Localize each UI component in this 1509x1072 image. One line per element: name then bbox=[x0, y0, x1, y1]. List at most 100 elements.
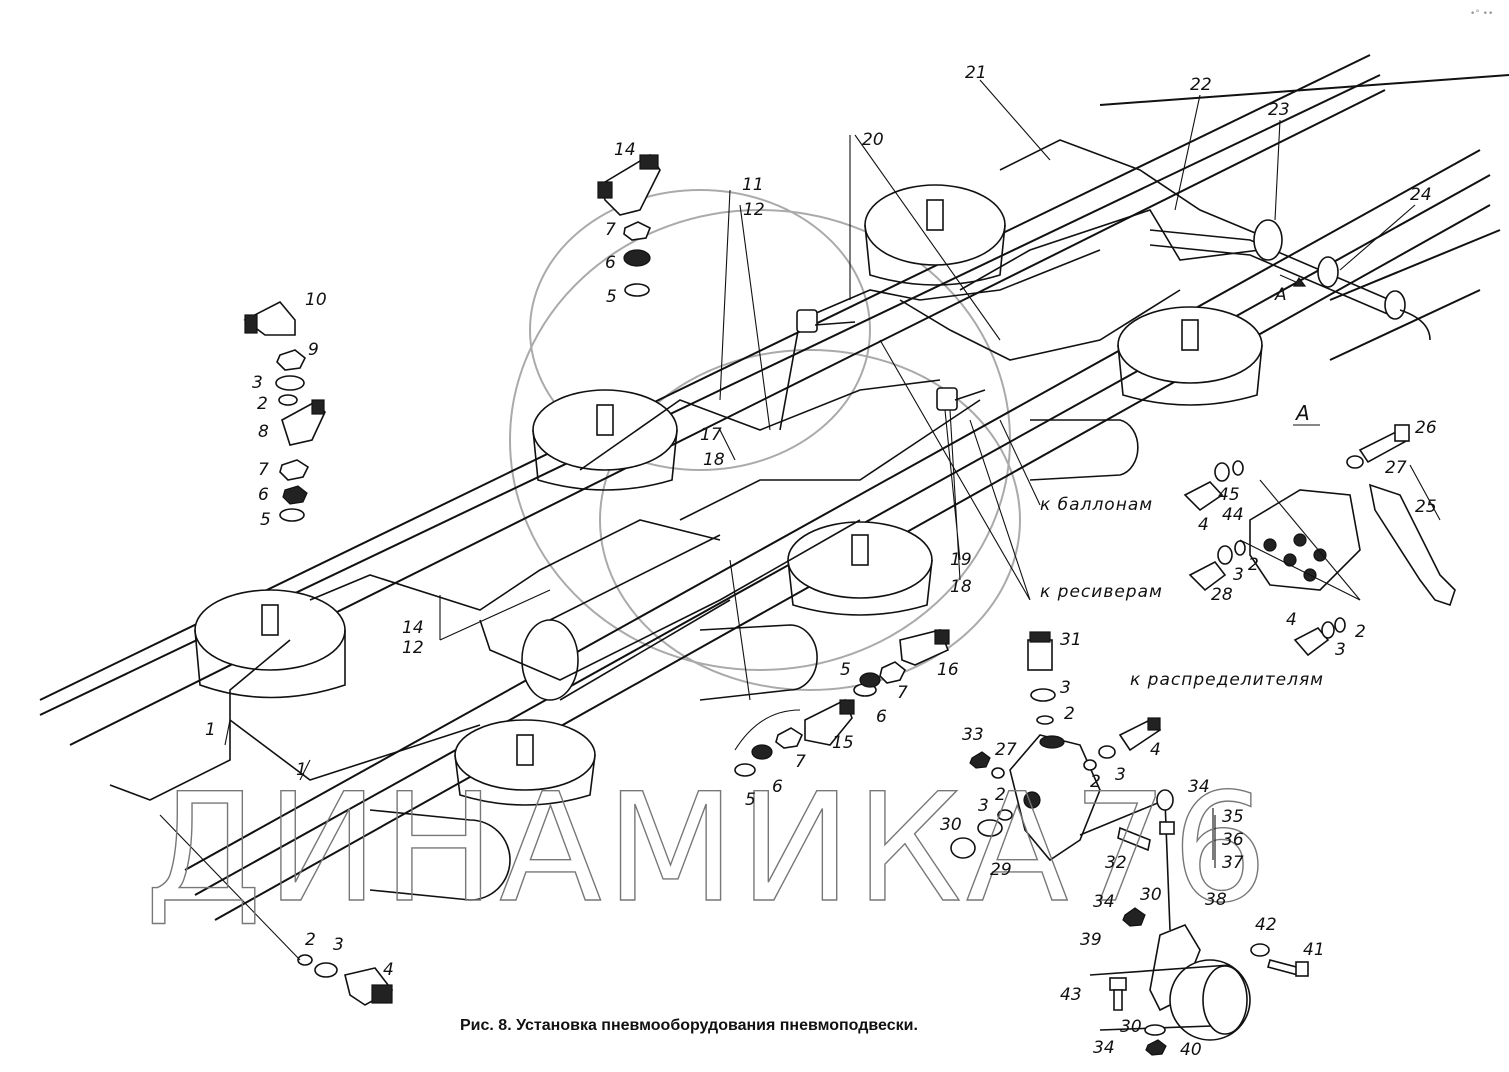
note-to-cylinders: к баллонам bbox=[1040, 495, 1153, 515]
part-label: 41 bbox=[1303, 940, 1325, 960]
part-label: 3 bbox=[1115, 765, 1126, 785]
part-label: 20 bbox=[862, 130, 884, 150]
part-label: 7 bbox=[605, 220, 616, 240]
washer-30c bbox=[1144, 1024, 1166, 1036]
part-label: 6 bbox=[605, 253, 616, 273]
union-4c bbox=[1293, 617, 1346, 657]
fitting-elbow-8 bbox=[281, 399, 326, 446]
part-label: 36 bbox=[1222, 830, 1244, 850]
part-label: 25 bbox=[1415, 497, 1437, 517]
part-label: 7 bbox=[897, 683, 908, 703]
washer-3e bbox=[1030, 688, 1056, 702]
part-label: 1 bbox=[205, 720, 216, 740]
part-label: 42 bbox=[1255, 915, 1277, 935]
direction-arrow-a bbox=[1279, 274, 1307, 287]
part-label: 21 bbox=[965, 63, 987, 83]
part-label: 24 bbox=[1410, 185, 1432, 205]
watermark-text: ДИНАМИКА76 bbox=[145, 762, 1271, 936]
cock-valve-upper bbox=[796, 309, 856, 333]
air-springs bbox=[194, 184, 1263, 806]
part-label: 34 bbox=[1093, 892, 1115, 912]
part-label: 4 bbox=[1198, 515, 1209, 535]
part-label: 5 bbox=[745, 790, 756, 810]
cross-tubes bbox=[369, 419, 1139, 901]
part-label: 3 bbox=[1060, 678, 1071, 698]
air-spring-rear-left bbox=[194, 589, 346, 699]
part-label: 8 bbox=[258, 422, 269, 442]
nut-6d bbox=[751, 744, 773, 760]
part-label: 6 bbox=[876, 707, 887, 727]
air-spring-front-left bbox=[864, 184, 1006, 286]
part-label: 4 bbox=[1286, 610, 1297, 630]
nut-6b bbox=[623, 249, 651, 267]
union-4a bbox=[344, 967, 394, 1006]
part-label: 44 bbox=[1222, 505, 1244, 525]
part-label: 2 bbox=[1355, 622, 1366, 642]
part-label: 45 bbox=[1218, 485, 1240, 505]
air-spring-rear-right bbox=[454, 719, 596, 806]
washer-3g bbox=[977, 819, 1003, 837]
part-label: 38 bbox=[1205, 890, 1227, 910]
nut-7c bbox=[879, 661, 907, 684]
part-label: 30 bbox=[940, 815, 962, 835]
bracket-40 bbox=[1089, 924, 1251, 1041]
part-label: 17 bbox=[700, 425, 722, 445]
union-4d bbox=[1118, 717, 1162, 752]
part-label: 4 bbox=[1150, 740, 1161, 760]
union-31 bbox=[1027, 631, 1053, 671]
part-label: 9 bbox=[308, 340, 319, 360]
fitting-elbow-10 bbox=[243, 300, 296, 336]
part-label: 30 bbox=[1120, 1017, 1142, 1037]
part-label: 7 bbox=[258, 460, 269, 480]
part-label: 3 bbox=[978, 796, 989, 816]
part-label: 3 bbox=[333, 935, 344, 955]
nut-6a bbox=[282, 485, 308, 505]
tee-fitting-16 bbox=[899, 629, 950, 666]
nut-34b bbox=[1122, 907, 1146, 927]
part-label: 32 bbox=[1105, 853, 1127, 873]
part-label: 34 bbox=[1188, 777, 1210, 797]
part-label: 15 bbox=[832, 733, 854, 753]
part-labels: 14 7 6 5 10 9 3 2 8 7 6 5 11 12 20 21 22… bbox=[205, 63, 1437, 1060]
part-label: 3 bbox=[252, 373, 263, 393]
part-label: 34 bbox=[1093, 1038, 1115, 1058]
tube-clamps bbox=[1253, 219, 1431, 341]
washer-3b bbox=[314, 962, 338, 978]
washer-3a bbox=[275, 375, 305, 391]
cock-valve-lower bbox=[936, 387, 986, 411]
part-label: 2 bbox=[305, 930, 316, 950]
part-label: 33 bbox=[962, 725, 984, 745]
part-label: 2 bbox=[257, 394, 268, 414]
part-label: 12 bbox=[743, 200, 765, 220]
figure-caption: Рис. 8. Установка пневмооборудования пне… bbox=[460, 1017, 918, 1034]
part-label: 2 bbox=[1090, 772, 1101, 792]
bolt-26 bbox=[1358, 424, 1410, 464]
part-label: 6 bbox=[258, 485, 269, 505]
part-label: 2 bbox=[1064, 704, 1075, 724]
nut-7d bbox=[775, 727, 804, 749]
union-4b bbox=[1183, 460, 1244, 512]
part-label: 11 bbox=[742, 175, 764, 195]
part-label: 18 bbox=[950, 577, 972, 597]
nut-9 bbox=[276, 349, 307, 371]
ring-2a bbox=[278, 394, 298, 406]
part-label: 14 bbox=[614, 140, 636, 160]
part-label: 2 bbox=[1248, 555, 1259, 575]
part-label: 23 bbox=[1268, 100, 1290, 120]
lock-ring-27b bbox=[991, 767, 1005, 779]
part-label: 7 bbox=[795, 752, 806, 772]
washer-5b bbox=[624, 283, 650, 297]
part-label: 26 bbox=[1415, 418, 1437, 438]
air-spring-front-right bbox=[1117, 306, 1263, 406]
note-to-receivers: к ресиверам bbox=[1040, 582, 1163, 602]
part-label: 27 bbox=[995, 740, 1017, 760]
plug-30a bbox=[950, 837, 976, 859]
part-label: 1 bbox=[296, 760, 307, 780]
washer-3f bbox=[1098, 745, 1116, 759]
part-label: 5 bbox=[260, 510, 271, 530]
valve-lever bbox=[1079, 789, 1175, 931]
washer-42 bbox=[1250, 943, 1270, 957]
nut-7a bbox=[279, 459, 310, 481]
ring-2f bbox=[1083, 759, 1097, 771]
